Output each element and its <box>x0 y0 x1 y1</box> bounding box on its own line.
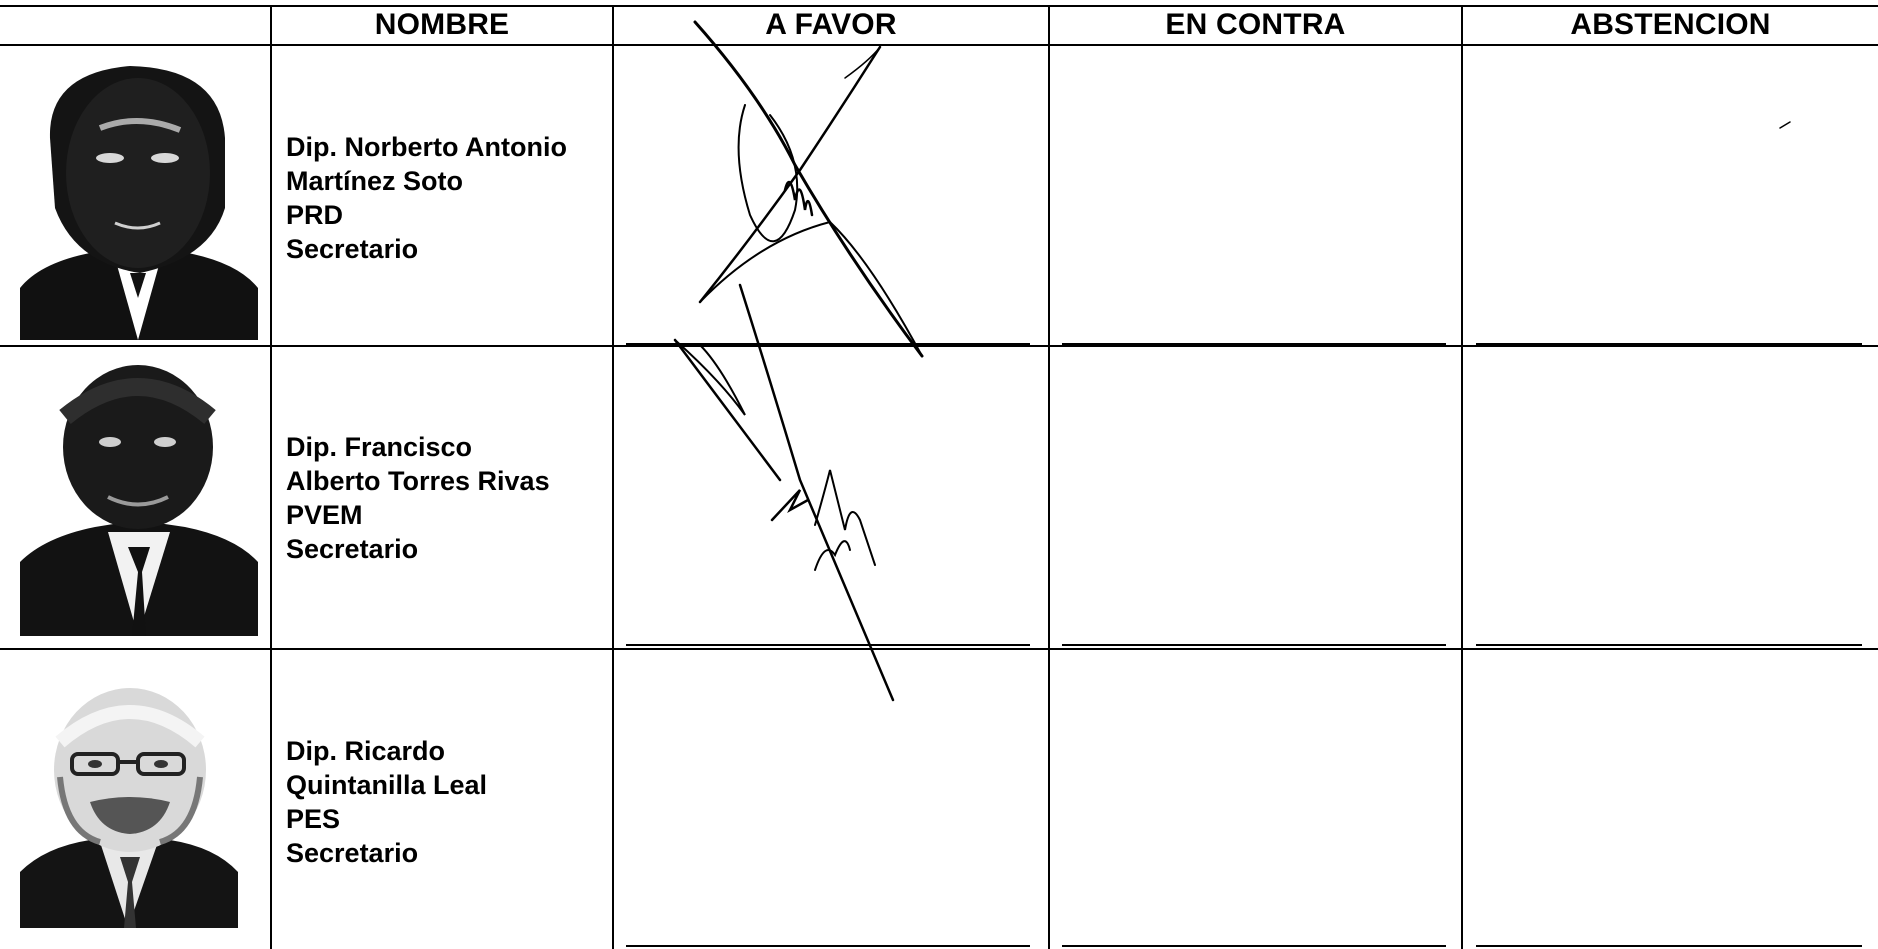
col-divider-photo <box>270 5 272 949</box>
deputy-3-party: PES <box>286 804 341 834</box>
deputy-1-role: Secretario <box>286 234 419 264</box>
signature-line-a-favor-2 <box>626 644 1030 646</box>
deputy-name-2: Dip. Francisco Alberto Torres Rivas PVEM… <box>286 430 550 566</box>
deputy-1-line-2: Martínez Soto <box>286 166 464 196</box>
header-en-contra: EN CONTRA <box>1165 8 1346 41</box>
header-nombre: NOMBRE <box>374 8 510 41</box>
deputy-2-role: Secretario <box>286 534 419 564</box>
signature-a-favor-2 <box>673 283 895 702</box>
signature-a-favor-1 <box>693 20 1791 358</box>
deputy-name-3: Dip. Ricardo Quintanilla Leal PES Secret… <box>286 734 487 870</box>
deputy-2-line-2: Alberto Torres Rivas <box>286 466 550 496</box>
signature-line-abstencion-3 <box>1476 945 1862 947</box>
deputy-1-line-1: Dip. Norberto Antonio <box>286 132 567 162</box>
portrait-photo-3 <box>20 682 238 928</box>
signature-line-en-contra-2 <box>1062 644 1446 646</box>
col-divider-a-favor <box>1048 5 1050 949</box>
signature-line-abstencion-2 <box>1476 644 1862 646</box>
signature-line-en-contra-1 <box>1062 343 1446 345</box>
header-abstencion: ABSTENCION <box>1570 8 1771 41</box>
portrait-photo-2 <box>20 362 258 636</box>
deputy-3-line-1: Dip. Ricardo <box>286 736 446 766</box>
deputy-3-role: Secretario <box>286 838 419 868</box>
signature-line-abstencion-1 <box>1476 343 1862 345</box>
header-a-favor: A FAVOR <box>765 8 897 41</box>
deputy-name-1: Dip. Norberto Antonio Martínez Soto PRD … <box>286 130 567 266</box>
col-divider-en-contra <box>1461 5 1463 949</box>
deputy-3-line-2: Quintanilla Leal <box>286 770 488 800</box>
header-bottom-border <box>0 44 1878 46</box>
signature-line-a-favor-3 <box>626 945 1030 947</box>
signature-line-a-favor-1 <box>626 343 1030 345</box>
row1-bottom-border <box>0 345 1878 347</box>
table-top-border <box>0 5 1878 7</box>
signature-line-en-contra-3 <box>1062 945 1446 947</box>
deputy-2-party: PVEM <box>286 500 363 530</box>
col-divider-nombre <box>612 5 614 949</box>
row2-bottom-border <box>0 648 1878 650</box>
portrait-photo-1 <box>20 58 258 340</box>
deputy-1-party: PRD <box>286 200 344 230</box>
deputy-2-line-1: Dip. Francisco <box>286 432 473 462</box>
